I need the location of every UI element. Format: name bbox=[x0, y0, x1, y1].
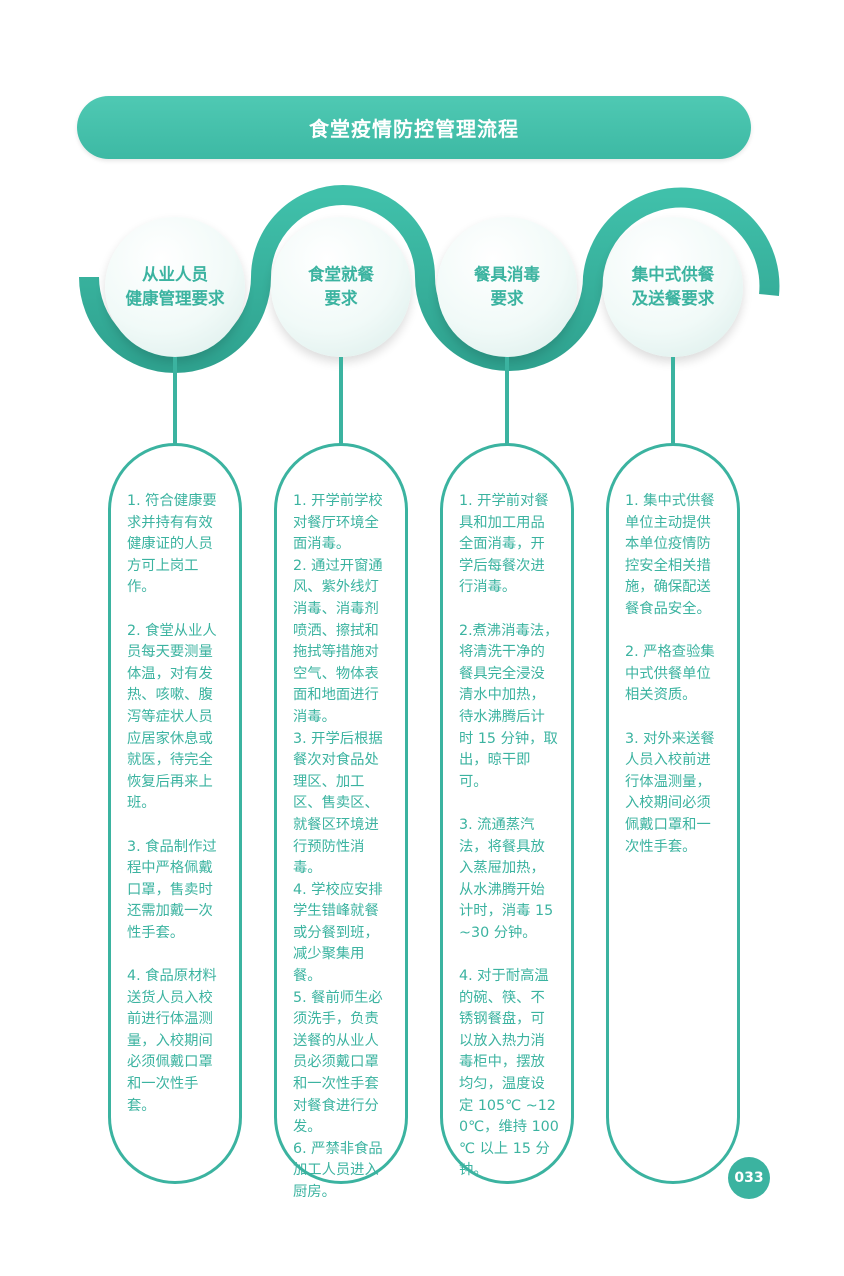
step-4-text: 1. 集中式供餐单位主动提供本单位疫情防控安全相关措施，确保配送餐食品安全。 2… bbox=[625, 493, 715, 855]
step-2-card: 1. 开学前学校对餐厅环境全面消毒。 2. 通过开窗通风、紫外线灯消毒、消毒剂喷… bbox=[274, 443, 408, 1200]
wave-connector bbox=[79, 185, 780, 373]
page-title: 食堂疫情防控管理流程 bbox=[77, 96, 751, 159]
step-1-circle: 从业人员 健康管理要求 bbox=[105, 217, 245, 357]
step-4-heading: 集中式供餐 及送餐要求 bbox=[631, 265, 715, 308]
step-2-heading: 食堂就餐 要求 bbox=[308, 265, 374, 308]
step-3-circle: 餐具消毒 要求 bbox=[437, 217, 577, 357]
step-1-card: 1. 符合健康要求并持有有效健康证的人员方可上岗工作。 2. 食堂从业人员每天要… bbox=[108, 443, 242, 1184]
step-3-text: 1. 开学前对餐具和加工用品全面消毒，开学后每餐次进行消毒。 2.煮沸消毒法，将… bbox=[459, 493, 559, 1179]
step-4-card: 1. 集中式供餐单位主动提供本单位疫情防控安全相关措施，确保配送餐食品安全。 2… bbox=[606, 443, 740, 1184]
step-2-stem bbox=[339, 357, 343, 445]
step-3-stem bbox=[505, 357, 509, 445]
step-1-stem bbox=[173, 357, 177, 445]
step-2-text: 1. 开学前学校对餐厅环境全面消毒。 2. 通过开窗通风、紫外线灯消毒、消毒剂喷… bbox=[293, 493, 383, 1200]
step-4-stem bbox=[671, 357, 675, 445]
step-4-circle: 集中式供餐 及送餐要求 bbox=[603, 217, 743, 357]
step-3-card: 1. 开学前对餐具和加工用品全面消毒，开学后每餐次进行消毒。 2.煮沸消毒法，将… bbox=[440, 443, 574, 1184]
step-1-text: 1. 符合健康要求并持有有效健康证的人员方可上岗工作。 2. 食堂从业人员每天要… bbox=[127, 493, 217, 1114]
step-3-heading: 餐具消毒 要求 bbox=[474, 265, 540, 308]
page-number: 033 bbox=[728, 1157, 770, 1199]
step-1-heading: 从业人员 健康管理要求 bbox=[125, 265, 225, 308]
step-2-circle: 食堂就餐 要求 bbox=[271, 217, 411, 357]
